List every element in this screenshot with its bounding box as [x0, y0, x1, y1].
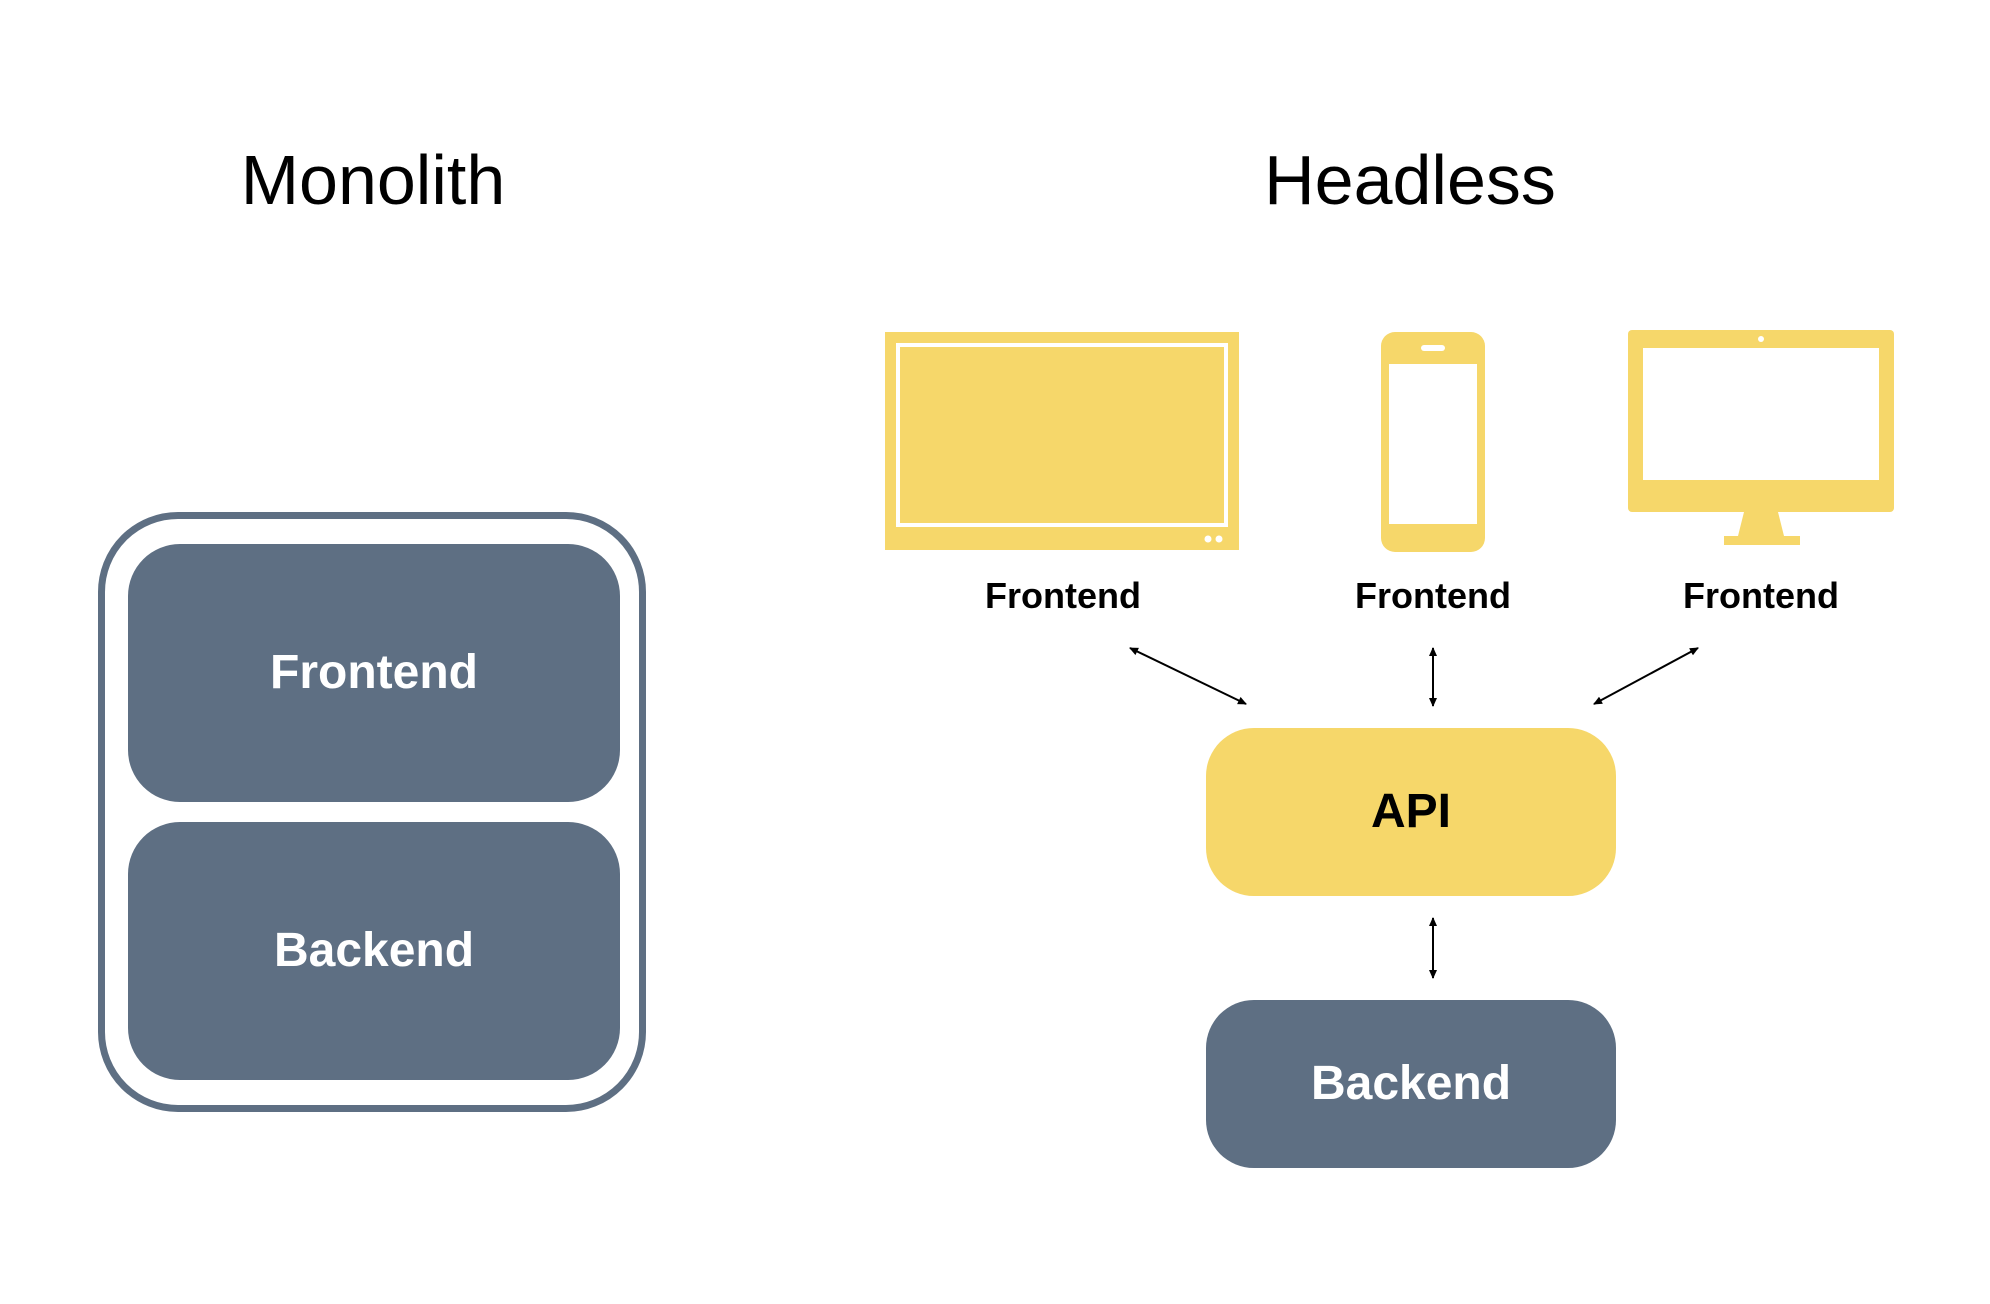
desktop-api-arrow	[1593, 647, 1699, 705]
monolith-frontend-block: Frontend	[128, 544, 620, 802]
api-label: API	[1370, 785, 1451, 838]
desktop-monitor-icon	[1628, 330, 1894, 545]
monolith-title: Monolith	[240, 141, 506, 219]
headless-title: Headless	[1264, 141, 1556, 219]
desktop-frontend-label: Frontend	[1683, 575, 1839, 616]
monolith-container	[98, 512, 646, 1112]
smartphone-icon	[1381, 332, 1485, 552]
monolith-backend-block: Backend	[128, 822, 620, 1080]
headless-backend-label: Backend	[1310, 1057, 1512, 1110]
api-block: API	[1206, 728, 1616, 896]
monolith-backend-label: Backend	[273, 924, 475, 977]
tablet-api-arrow	[1129, 647, 1247, 705]
monolith-frontend-label: Frontend	[270, 646, 478, 699]
tablet-frontend-label: Frontend	[985, 575, 1141, 616]
headless-backend-block: Backend	[1206, 1000, 1616, 1168]
tablet-icon	[885, 332, 1239, 550]
smartphone-frontend-label: Frontend	[1355, 575, 1511, 616]
